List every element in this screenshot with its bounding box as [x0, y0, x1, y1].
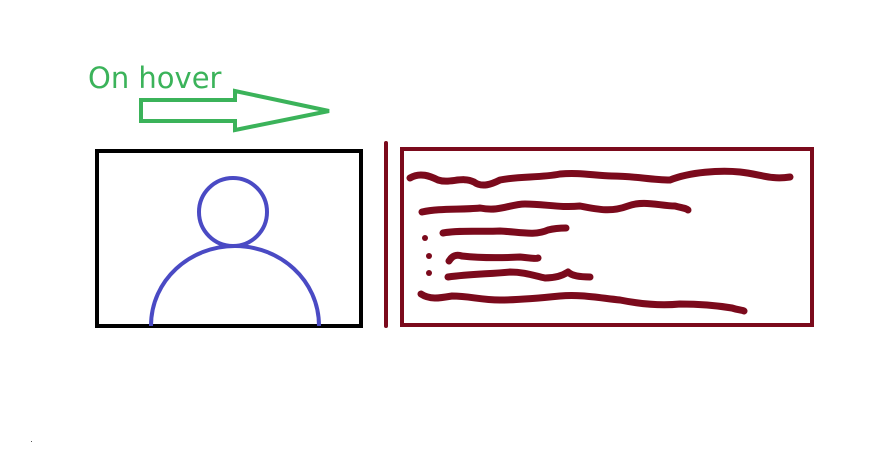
avatar-head — [197, 176, 269, 248]
avatar-frame — [95, 149, 363, 328]
text-line-2 — [418, 199, 692, 216]
bullet-dot-3 — [426, 270, 432, 276]
right-arrow-icon — [139, 88, 330, 133]
bullet-text-1 — [439, 224, 570, 237]
text-line-1 — [406, 167, 794, 189]
bullet-text-2 — [445, 251, 542, 265]
stray-dot — [31, 441, 32, 442]
avatar-body — [149, 243, 321, 327]
text-line-3 — [417, 290, 748, 315]
content-panel-text — [406, 167, 794, 315]
content-panel-frame — [400, 147, 814, 327]
on-hover-label: On hover — [88, 61, 222, 95]
bullet-text-3 — [444, 268, 594, 282]
bullet-dot-1 — [422, 235, 428, 241]
bullet-dot-2 — [426, 253, 432, 259]
